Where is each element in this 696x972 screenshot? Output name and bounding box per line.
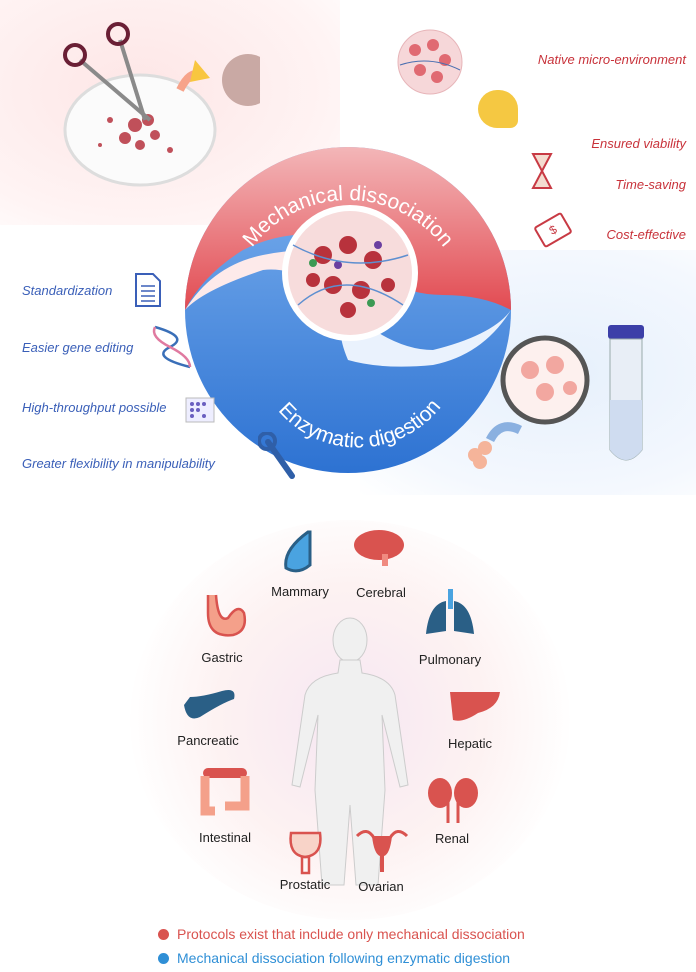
tube-magnifier-illustration (468, 325, 644, 469)
kidney-icon (428, 778, 478, 823)
document-icon (135, 273, 161, 307)
advantage-easier-gene-editing: Easier gene editing (22, 340, 134, 355)
legend-label: Protocols exist that include only mechan… (177, 926, 525, 942)
organ-label-hepatic: Hepatic (447, 736, 493, 751)
organ-label-renal: Renal (435, 831, 469, 846)
money-icon: $ (533, 211, 573, 249)
legend-blue-dot (158, 952, 169, 964)
dissociation-ring: Mechanical dissociation Enzymatic digest… (185, 147, 511, 473)
legend-label: Mechanical dissociation following enzyma… (177, 950, 511, 966)
organ-label-ovarian: Ovarian (358, 879, 404, 894)
wrench-icon (258, 432, 295, 479)
petri-dish-scissors-illustration (63, 22, 260, 187)
advantage-standardization: Standardization (22, 283, 113, 298)
legend-item-mechanical: Protocols exist that include only mechan… (158, 926, 525, 942)
legend-red-dot (158, 928, 169, 940)
advantage-flexibility: Greater flexibility in manipulability (22, 456, 215, 471)
lungs-icon (426, 589, 474, 634)
tissue-icon (397, 29, 463, 95)
mammary-icon (284, 530, 312, 573)
brain-icon (354, 530, 404, 566)
organ-label-intestinal: Intestinal (198, 830, 252, 845)
organ-label-prostatic: Prostatic (279, 877, 331, 892)
pancreas-icon (184, 690, 235, 719)
liver-icon (450, 692, 500, 721)
intestine-icon (200, 768, 250, 816)
stomach-icon (206, 594, 247, 637)
advantage-time-saving: Time-saving (615, 177, 686, 192)
advantage-ensured-viability: Ensured viability (591, 136, 686, 151)
dna-icon (152, 325, 192, 369)
organ-label-pancreatic: Pancreatic (177, 733, 239, 748)
organ-label-gastric: Gastric (201, 650, 243, 665)
flexed-arm-icon (478, 90, 518, 128)
well-plate-icon (185, 397, 215, 423)
uterus-icon (355, 830, 409, 872)
prostate-icon (289, 831, 322, 875)
organ-label-pulmonary: Pulmonary (418, 652, 482, 667)
advantage-native-micro-environment: Native micro-environment (537, 52, 686, 67)
advantage-high-throughput: High-throughput possible (22, 400, 167, 415)
human-body-figure (291, 617, 409, 886)
legend-item-enzymatic: Mechanical dissociation following enzyma… (158, 950, 510, 966)
organ-label-cerebral: Cerebral (356, 585, 406, 600)
hourglass-icon (531, 153, 553, 189)
organ-label-mammary: Mammary (271, 584, 329, 599)
advantage-cost-effective: Cost-effective (606, 227, 686, 242)
